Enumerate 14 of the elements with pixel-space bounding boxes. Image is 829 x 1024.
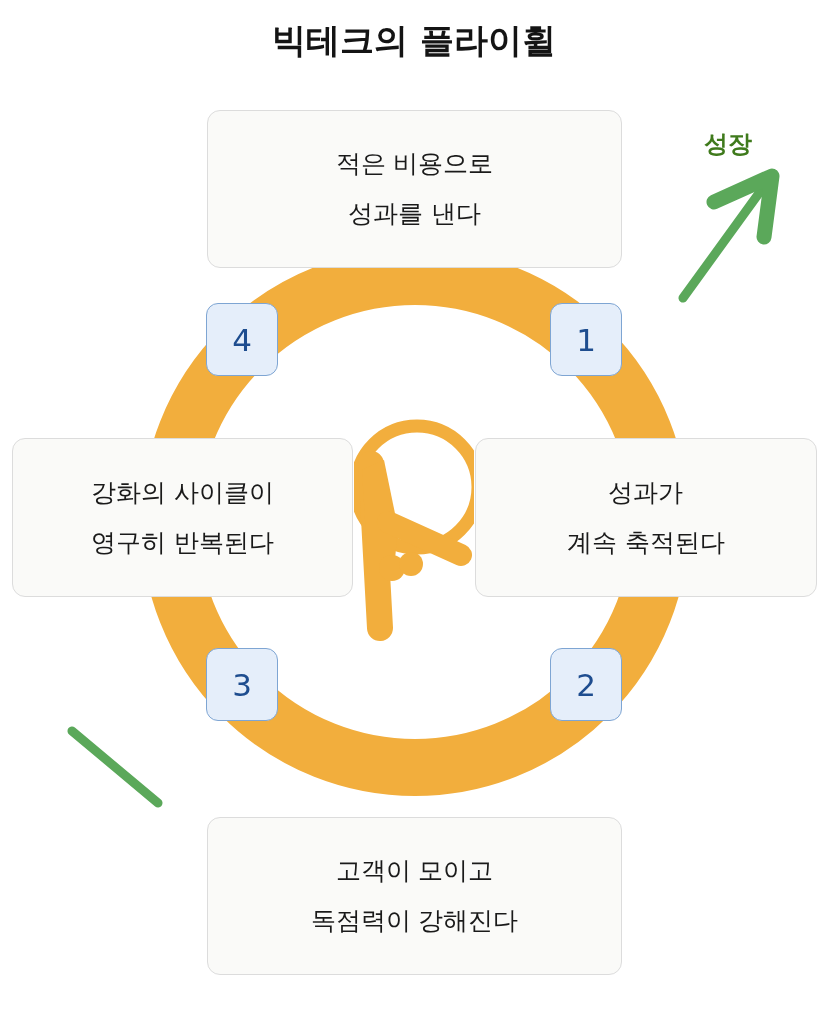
step-text: 성과가 계속 축적된다 [567,476,725,559]
rounded-box [475,438,817,597]
step-text: 적은 비용으로 성과를 낸다 [335,148,494,230]
number-badge: 4 [206,303,278,376]
rounded-box [12,438,353,597]
step-text: 강화의 사이클이 영구히 반복된다 [91,476,274,559]
title: 빅테크의 플라이휠 [272,19,556,62]
number-badge: 2 [550,648,622,721]
step-text: 고객이 모이고 독점력이 강해진다 [310,855,519,937]
rounded-box [207,817,622,975]
rounded-box [207,110,622,268]
number-badge: 3 [206,648,278,721]
arrow-label: 성장 [704,129,752,160]
number-badge: 1 [550,303,622,376]
